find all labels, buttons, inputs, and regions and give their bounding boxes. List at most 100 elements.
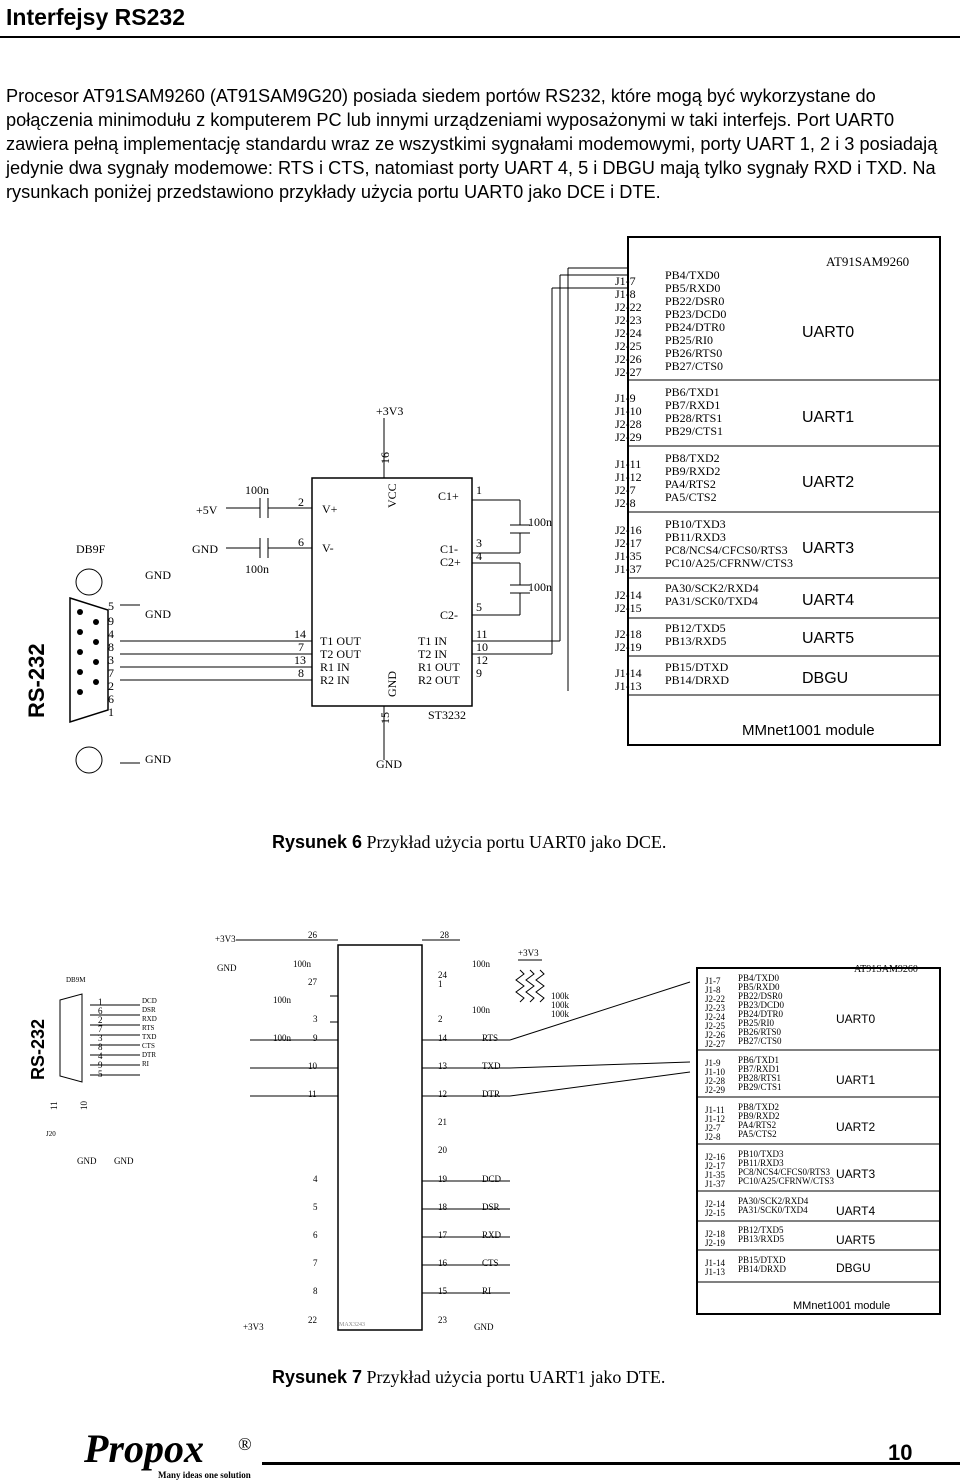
uart-label: UART4 bbox=[802, 592, 854, 609]
chip-pin-number: 8 bbox=[298, 666, 304, 680]
fig6-signal-label: PB10/TXD3 bbox=[665, 517, 726, 531]
vcc-label: VCC bbox=[385, 483, 399, 508]
fig6-pin-label: J2-8 bbox=[615, 496, 636, 510]
gnd-label: GND bbox=[217, 963, 237, 973]
db9-pin: 6 bbox=[108, 692, 114, 706]
uart-label: UART5 bbox=[802, 630, 854, 647]
chip-pin-number: 22 bbox=[308, 1315, 317, 1325]
fig7-signal-label: PA5/CTS2 bbox=[738, 1129, 777, 1139]
fig7-signal-label: PA31/SCK0/TXD4 bbox=[738, 1205, 808, 1215]
fig6-signal-label: PB14/DRXD bbox=[665, 673, 729, 687]
chip-pin-number: 14 bbox=[438, 1033, 448, 1043]
chip-pin-number: 11 bbox=[476, 627, 488, 641]
fig6-pin-label: J2-19 bbox=[615, 640, 642, 654]
fig7-signal-label: PA4/RTS2 bbox=[738, 1120, 776, 1130]
fig7-pin-label: J1-11 bbox=[705, 1105, 725, 1115]
figure-6-caption-label: Rysunek 6 bbox=[272, 832, 363, 852]
db9-signal: RXD bbox=[142, 1015, 157, 1023]
figure-7-caption-text: Przykład użycia portu UART1 jako DTE. bbox=[366, 1367, 666, 1387]
net-label: DTR bbox=[482, 1089, 500, 1099]
fig6-pin-label: J1-10 bbox=[615, 404, 642, 418]
fig7-pin-label: J1-9 bbox=[705, 1058, 721, 1068]
fig6-pin-label: J1-37 bbox=[615, 562, 642, 576]
figure-7-schematic: J1-7 J1-8 J2-22 J2-23 J2-24 J2-25 J2-26 … bbox=[28, 930, 941, 1332]
fig6-signal-label: PB27/CTS0 bbox=[665, 359, 723, 373]
res-label: 100k bbox=[551, 1000, 570, 1010]
chip-pin-number: 9 bbox=[313, 1033, 318, 1043]
cap-label: 100n bbox=[293, 959, 312, 969]
fig7-signal-label: PC8/NCS4/CFCS0/RTS3 bbox=[738, 1167, 830, 1177]
uart-label: UART0 bbox=[802, 324, 854, 341]
uart-label: DBGU bbox=[836, 1261, 871, 1275]
gnd-label: GND bbox=[376, 757, 402, 771]
chip-pin-number: 5 bbox=[313, 1202, 318, 1212]
fig6-pin-label: J2-14 bbox=[615, 588, 642, 602]
fig6-signal-label: PA30/SCK2/RXD4 bbox=[665, 581, 759, 595]
c1m-label: C1- bbox=[440, 542, 458, 556]
fig6-pin-label: J2-22 bbox=[615, 300, 642, 314]
fig6-pin-label: J2-18 bbox=[615, 627, 642, 641]
figure-6-schematic: J1-7 J1-8 J2-22 J2-23 J2-24 J2-25 J2-26 … bbox=[24, 236, 941, 774]
gnd-label: GND bbox=[145, 607, 171, 621]
chip-name: AT91SAM9260 bbox=[854, 964, 918, 975]
net-label: TXD bbox=[482, 1061, 501, 1071]
db9-pin: 3 bbox=[98, 1033, 103, 1043]
fig7-pin-label: J2-28 bbox=[705, 1076, 725, 1086]
supply-3v3: +3V3 bbox=[376, 404, 403, 418]
fig6-signal-label: PB22/DSR0 bbox=[665, 294, 724, 308]
chip-pin-number: 6 bbox=[313, 1230, 318, 1240]
c2m-label: C2- bbox=[440, 608, 458, 622]
fig6-pin-label: J1-14 bbox=[615, 666, 642, 680]
chip-pin-number: 21 bbox=[438, 1117, 447, 1127]
vcc-pin: 16 bbox=[378, 452, 392, 464]
fig6-pin-label: J1-7 bbox=[615, 274, 636, 288]
fig7-signal-label: PB11/RXD3 bbox=[738, 1158, 784, 1168]
chip-right-label: T2 IN bbox=[418, 647, 447, 661]
fig6-pin-label: J2-27 bbox=[615, 365, 642, 379]
gnd-label: GND bbox=[114, 1156, 134, 1166]
gnd-label: GND bbox=[145, 752, 171, 766]
chip-pin-number: 28 bbox=[440, 930, 450, 940]
fig7-signal-label: PB23/DCD0 bbox=[738, 1000, 785, 1010]
db9-pin: 5 bbox=[108, 599, 114, 613]
conn-pin: 11 bbox=[49, 1101, 59, 1110]
chip-mark: MAX3243 bbox=[339, 1322, 365, 1328]
db9-pin: 2 bbox=[98, 1015, 103, 1025]
fig7-signal-label: PB26/RTS0 bbox=[738, 1027, 781, 1037]
chip-pin-number: 5 bbox=[476, 600, 482, 614]
chip-gnd-label: GND bbox=[385, 671, 399, 697]
fig7-pin-label: J2-18 bbox=[705, 1229, 725, 1239]
fig7-pin-label: J2-8 bbox=[705, 1132, 721, 1142]
page-title: Interfejsy RS232 bbox=[6, 4, 185, 30]
uart-label: UART5 bbox=[836, 1233, 875, 1247]
fig6-signal-label: PB26/RTS0 bbox=[665, 346, 722, 360]
supply-3v3: +3V3 bbox=[215, 934, 236, 944]
res-label: 100k bbox=[551, 991, 570, 1001]
net-label: DSR bbox=[482, 1202, 500, 1212]
db9-pin: 1 bbox=[98, 997, 103, 1007]
db9-pin: 9 bbox=[108, 614, 114, 628]
net-label: RTS bbox=[482, 1033, 498, 1043]
fig7-signal-label: PA30/SCK2/RXD4 bbox=[738, 1196, 809, 1206]
fig6-pin-label: J2-23 bbox=[615, 313, 642, 327]
fig7-pin-label: J2-14 bbox=[705, 1199, 725, 1209]
chip-pin-number: 13 bbox=[294, 653, 306, 667]
db9-signal: DSR bbox=[142, 1006, 156, 1014]
db9-pin: 2 bbox=[108, 679, 114, 693]
uart-label: DBGU bbox=[802, 670, 848, 687]
chip-right-label: R1 OUT bbox=[418, 660, 460, 674]
res-label: 100k bbox=[551, 1009, 570, 1019]
chip-pin-number: 12 bbox=[476, 653, 488, 667]
fig6-signal-label: PB28/RTS1 bbox=[665, 411, 722, 425]
fig7-pin-label: J2-19 bbox=[705, 1238, 725, 1248]
chip-pin-number: 24 bbox=[438, 970, 448, 980]
fig6-pin-label: J2-25 bbox=[615, 339, 642, 353]
db9-signal: TXD bbox=[142, 1033, 156, 1041]
conn-pin: 10 bbox=[79, 1101, 89, 1111]
fig6-pin-label: J1-13 bbox=[615, 679, 642, 693]
fig6-pin-label: J1-11 bbox=[615, 457, 641, 471]
fig7-signal-label: PB25/RI0 bbox=[738, 1018, 775, 1028]
net-label: RI bbox=[482, 1286, 491, 1296]
chip-pin-number: 2 bbox=[438, 1014, 443, 1024]
registered-mark: ® bbox=[238, 1434, 252, 1454]
